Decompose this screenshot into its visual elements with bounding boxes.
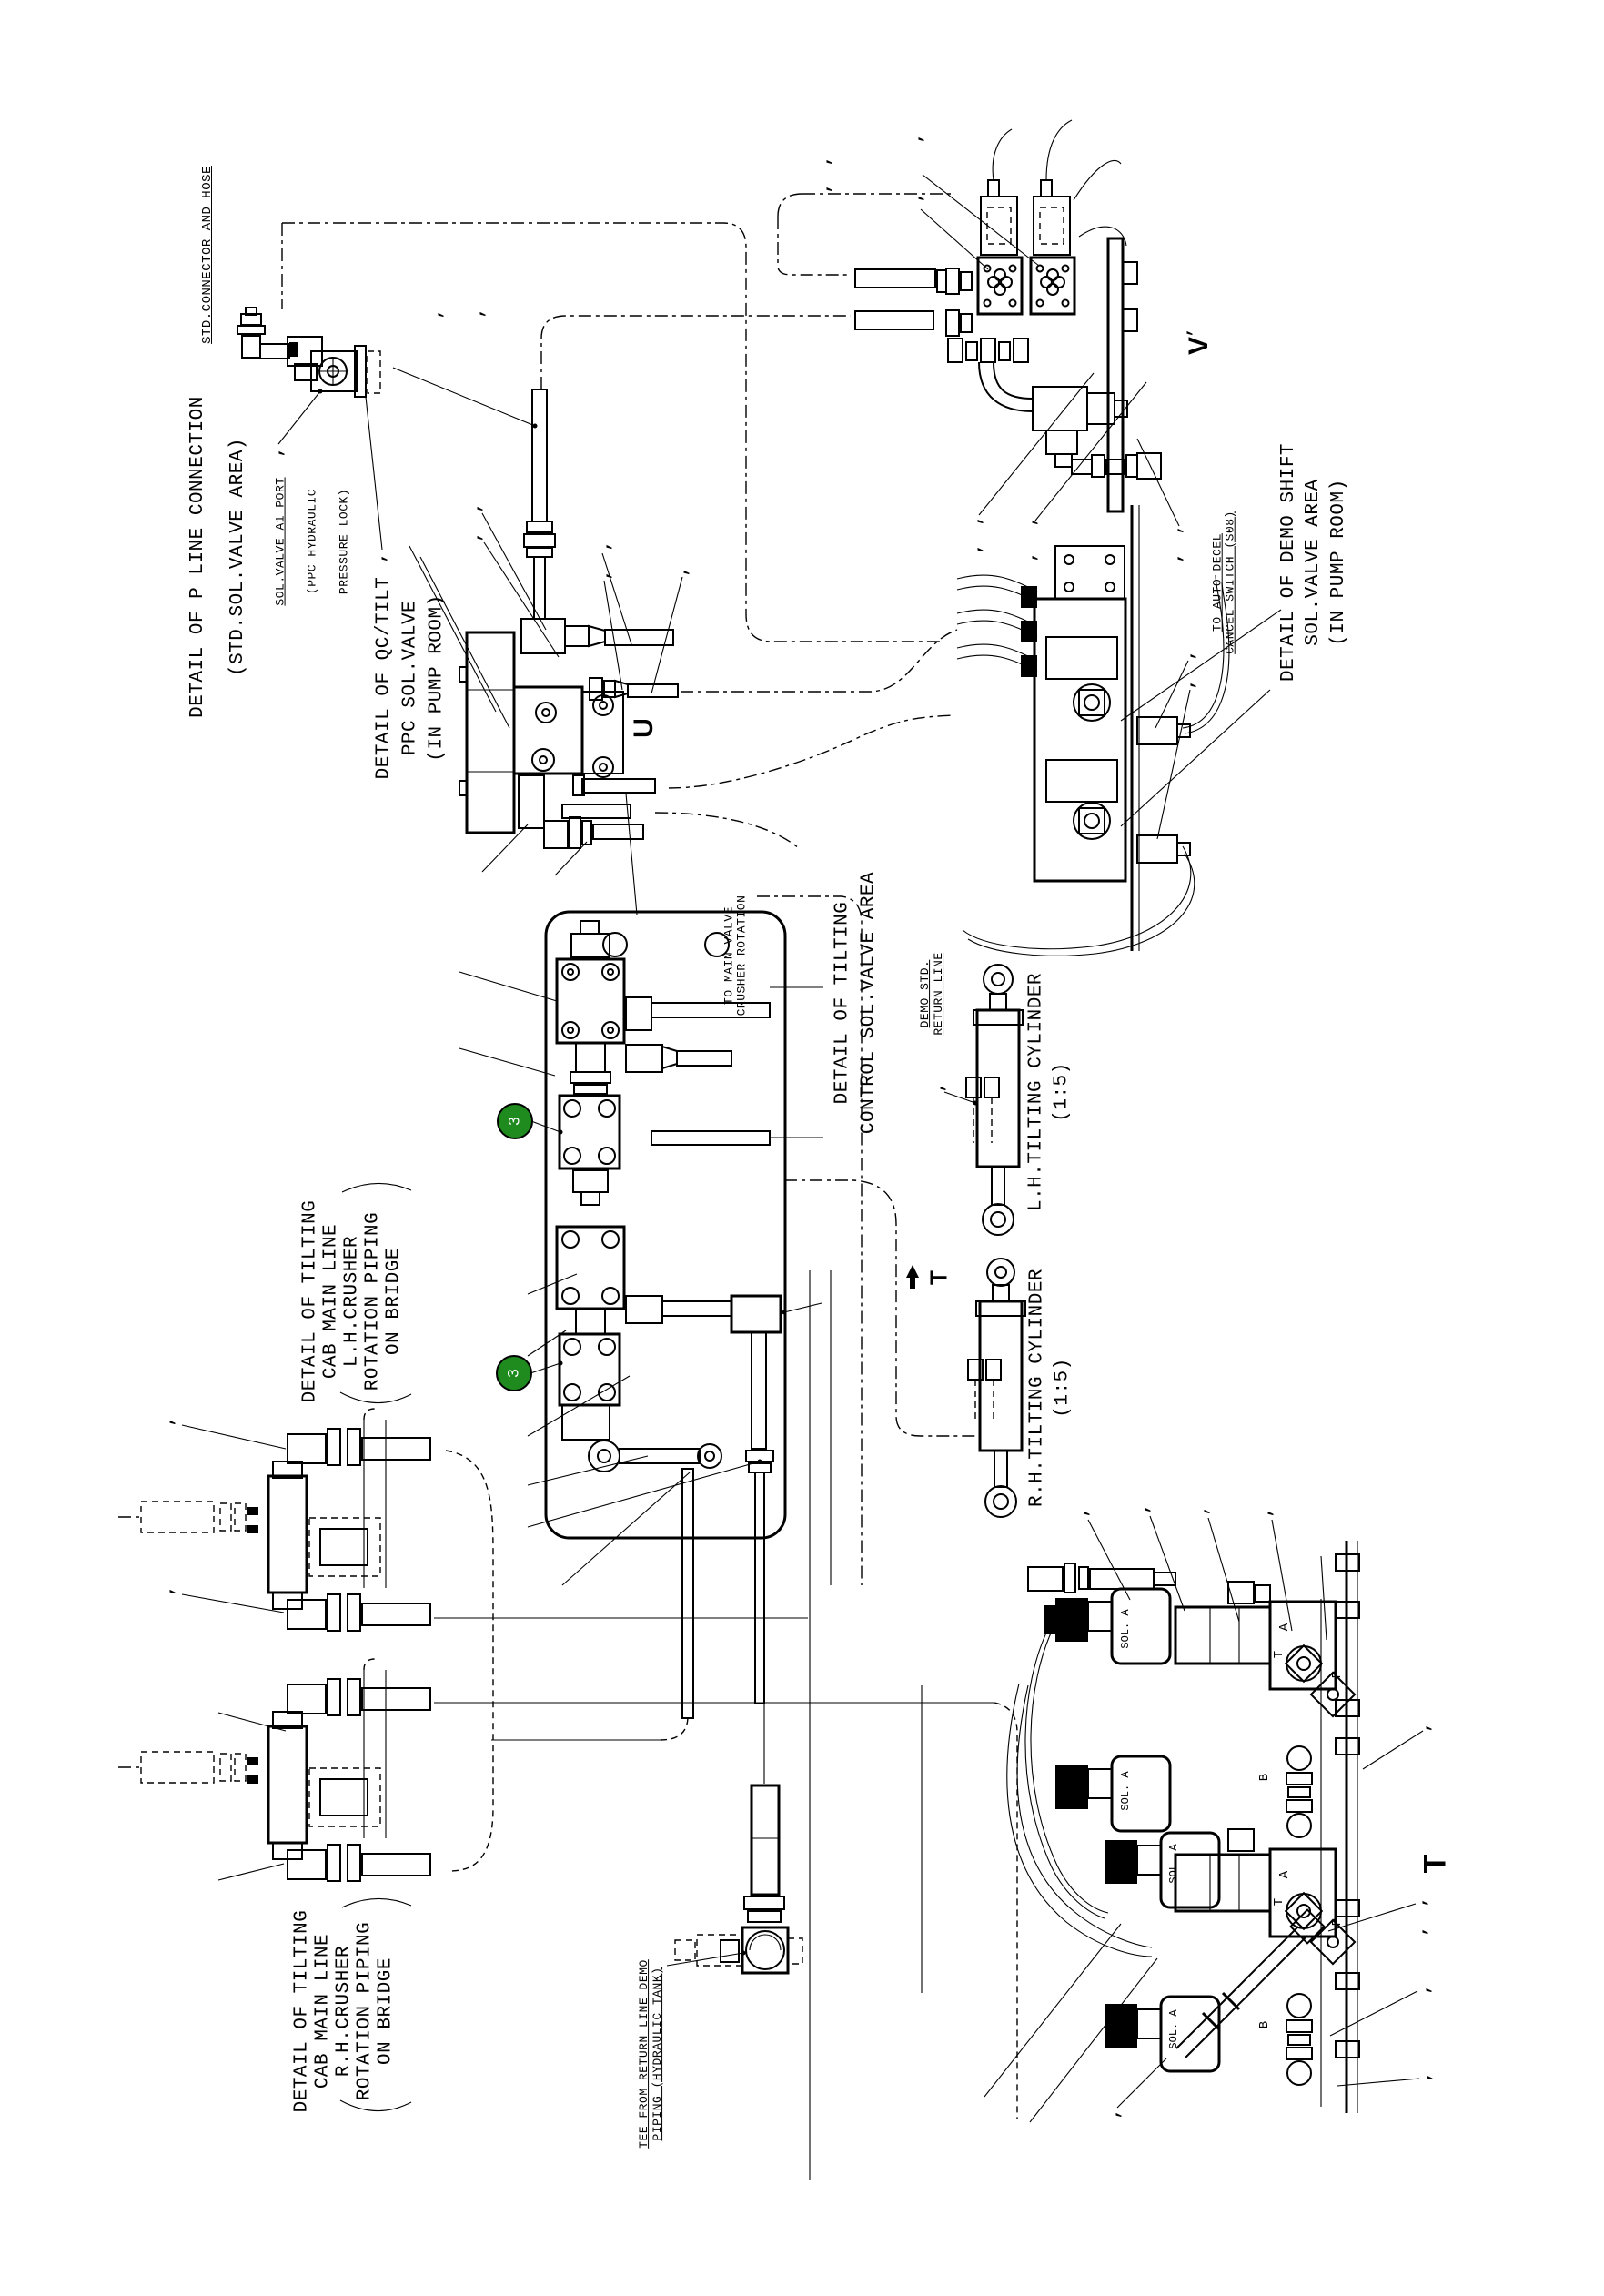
tilting-control-sol-valve-drawing <box>544 910 787 1719</box>
label-parentheses <box>339 1182 412 2112</box>
label-detail-demo-shift-sol-valve: DETAIL OF DEMO SHIFT SOL.VALVE AREA (IN … <box>1278 442 1349 683</box>
callout-comma: , <box>1167 524 1185 535</box>
demo-shift-sol-valve-area-drawing <box>956 505 1230 956</box>
label-rh-tilting-cylinder: R.H.TILTING CYLINDER (1:5) <box>1026 1268 1074 1508</box>
item-balloon-3-number: 3 <box>506 1117 523 1126</box>
port-letter-a: A <box>1277 1870 1292 1879</box>
lh-crusher-rotation-piping-drawing <box>140 1408 431 1632</box>
callout-comma: , <box>1176 327 1195 338</box>
callout-comma: , <box>816 183 834 194</box>
callout-comma: , <box>428 308 446 319</box>
item-balloon-3-number: 3 <box>505 1369 522 1378</box>
callout-comma: , <box>1180 679 1198 690</box>
callout-comma: , <box>908 192 926 203</box>
callout-comma: , <box>1135 1503 1153 1514</box>
label-std-connector-and-hose: STD.CONNECTOR AND HOSE <box>200 166 215 344</box>
demo-shift-valve-view-v-drawing <box>854 119 1162 513</box>
item-balloon-3: 3 <box>497 1103 533 1139</box>
label-to-auto-decel-cancel-switch: TO AUTO DECEL CANCEL SWITCH (S08) <box>1210 511 1237 654</box>
callout-comma: , <box>1412 1926 1430 1937</box>
callout-comma: , <box>1257 1507 1276 1518</box>
callout-comma: , <box>816 156 834 167</box>
callout-comma: , <box>908 133 926 144</box>
label-tee-from-return-line: TEE FROM RETURN LINE DEMO PIPING (HYDRAU… <box>637 1959 664 2149</box>
label-demo-std-return-line: DEMO STD. RETURN LINE <box>918 952 945 1036</box>
label-sol-valve-a1-line1: SOL.VALVE A1 PORT <box>273 477 288 606</box>
view-marker-t-mid: T <box>924 1270 953 1285</box>
label-to-main-valve-crusher-rotation: TO MAIN VALVE CRUSHER ROTATION <box>721 895 749 1017</box>
port-letter-b: B <box>1257 1773 1272 1782</box>
callout-comma: , <box>596 570 614 581</box>
callout-comma: , <box>967 515 985 526</box>
port-letter-p: P <box>1330 1670 1345 1679</box>
qc-tilt-ppc-sol-valve-drawing <box>459 389 679 849</box>
label-detail-p-line-connection: DETAIL OF P LINE CONNECTION (STD.SOL.VAL… <box>187 396 248 718</box>
label-detail-qc-tilt-ppc-sol-valve: DETAIL OF QC/TILT PPC SOL.VALVE (IN PUMP… <box>373 576 448 780</box>
view-marker-t-bottom: T <box>1417 1854 1453 1874</box>
label-sol-a: SOL. A <box>1119 1771 1132 1811</box>
p-line-connection-drawing <box>237 223 381 398</box>
label-detail-tilting-control-sol-valve: DETAIL OF TILTING CONTROL SOL.VALVE AREA <box>832 871 880 1135</box>
callout-comma: , <box>467 502 485 513</box>
label-sol-a: SOL. A <box>1167 1844 1180 1884</box>
port-letter-a: A <box>1277 1623 1292 1632</box>
callout-comma: , <box>967 543 985 554</box>
label-sol-a: SOL. A <box>1167 2009 1180 2049</box>
lh-tilting-cylinder-drawing <box>965 964 1024 1236</box>
callout-comma: , <box>469 308 488 319</box>
callout-comma: , <box>1194 1505 1212 1516</box>
label-sol-a: SOL. A <box>1119 1609 1132 1649</box>
callout-comma: , <box>930 1082 948 1093</box>
t-marker-arrow <box>906 1265 919 1289</box>
callout-comma: , <box>1022 516 1040 527</box>
callout-comma: , <box>1167 552 1185 563</box>
rh-crusher-rotation-piping-drawing <box>140 1658 431 1882</box>
callout-comma: , <box>1074 1507 1092 1518</box>
view-marker-u: U <box>629 718 659 738</box>
port-letter-t: T <box>1272 1897 1286 1907</box>
callout-comma: , <box>1417 2071 1435 2082</box>
callout-comma: , <box>1022 551 1040 562</box>
label-sol-valve-a1-port: SOL.VALVE A1 PORT (PPC HYDRAULIC PRESSUR… <box>257 477 368 605</box>
port-letter-p: P <box>1330 1917 1345 1927</box>
callout-comma: , <box>371 552 389 563</box>
port-letter-t: T <box>1272 1650 1286 1659</box>
view-marker-v: V <box>1184 336 1214 356</box>
callout-comma: , <box>1412 1896 1430 1907</box>
callout-comma: , <box>467 531 485 542</box>
rh-tilting-cylinder-drawing <box>967 1258 1026 1518</box>
callout-comma: , <box>1180 650 1198 661</box>
label-detail-cab-main-line-rh: DETAIL OF TILTING CAB MAIN LINE R.H.CRUS… <box>291 1909 397 2113</box>
routing-lines <box>118 193 1018 2180</box>
callout-comma: , <box>159 1416 177 1427</box>
label-detail-cab-main-line-lh: DETAIL OF TILTING CAB MAIN LINE L.H.CRUS… <box>299 1199 405 1403</box>
callout-comma: , <box>673 566 691 577</box>
item-balloon-3: 3 <box>496 1355 532 1391</box>
label-sol-valve-a1-line2: (PPC HYDRAULIC <box>305 488 319 595</box>
callout-comma: , <box>1105 2109 1124 2119</box>
callout-comma: , <box>159 1585 177 1596</box>
tilting-cylinder-valve-assembly-drawing <box>1006 1541 1360 2113</box>
callout-comma: , <box>1416 1722 1434 1733</box>
callout-comma: , <box>596 541 614 551</box>
tee-fitting-drawing <box>674 1784 803 1975</box>
label-lh-tilting-cylinder: L.H.TILTING CYLINDER (1:5) <box>1025 972 1073 1212</box>
callout-comma: , <box>268 447 287 458</box>
label-sol-valve-a1-line3: PRESSURE LOCK) <box>337 488 351 595</box>
callout-comma: , <box>1416 1984 1434 1995</box>
port-letter-b: B <box>1257 2020 1272 2029</box>
